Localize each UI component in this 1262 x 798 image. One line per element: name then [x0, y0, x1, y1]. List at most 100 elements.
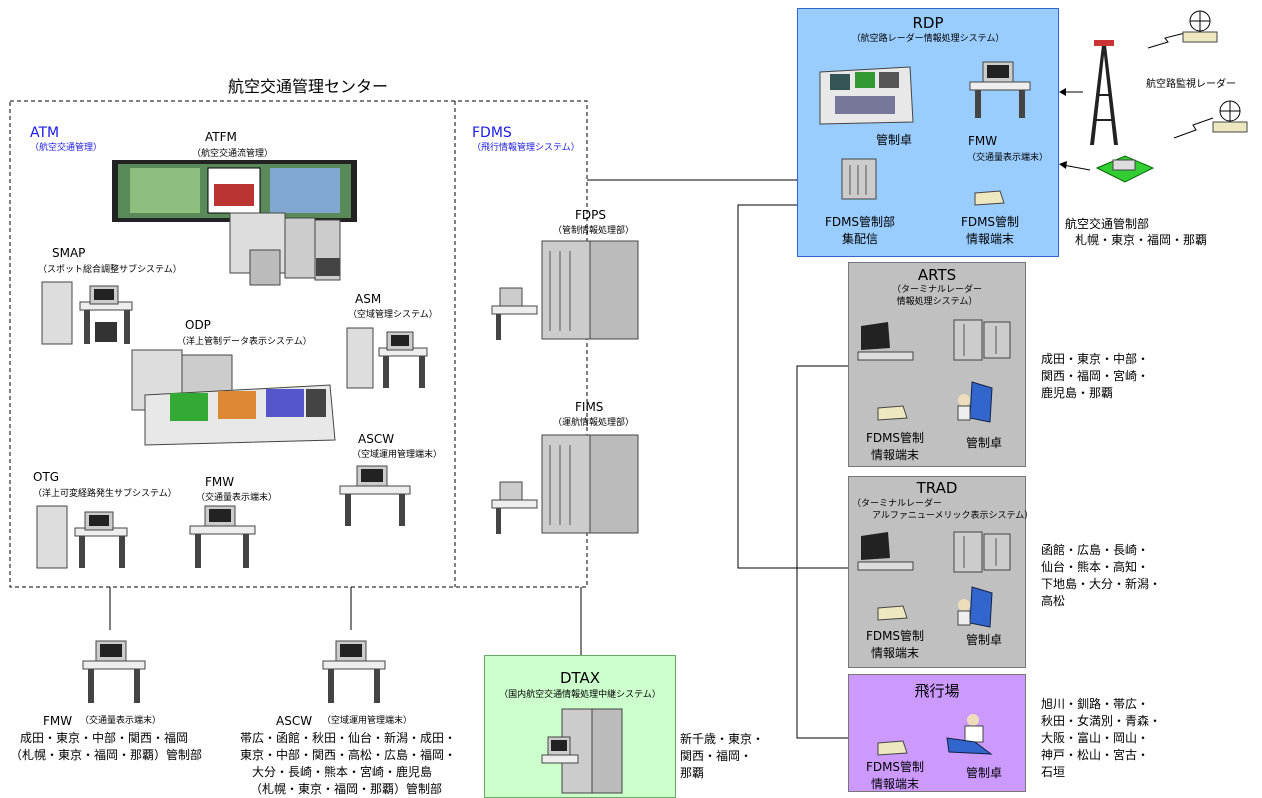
rdp-relay-line2: 集配信	[841, 232, 878, 246]
arts-term-line1: FDMS管制	[865, 431, 925, 445]
rdp-fmw-terminal-icon	[969, 61, 1031, 118]
fmw-bottom-desc: （交通量表示端末）	[80, 716, 162, 726]
fims-server-icon	[491, 434, 639, 534]
arts-console-label: 管制卓	[966, 436, 1003, 450]
fims-desc: （運航情報処理部）	[553, 418, 635, 428]
rdp-trad-link	[737, 204, 848, 569]
fmw-center-name: FMW	[205, 475, 235, 489]
trad-server-icon	[953, 531, 1011, 573]
arts-subtitle1: （ターミナルレーダー	[891, 285, 982, 295]
trad-operator-icon	[957, 586, 993, 628]
airport-term-line2: 情報端末	[870, 777, 919, 791]
odp-console-icon	[131, 349, 336, 446]
rdp-relay-server-icon	[841, 158, 877, 200]
trad-sites-4: 高松	[1041, 594, 1066, 608]
rdp-term-line1: FDMS管制	[960, 215, 1020, 229]
fmw-center-desc: （交通量表示端末）	[196, 493, 278, 503]
arts-title: ARTS	[917, 266, 957, 284]
airport-title: 飛行場	[914, 682, 960, 700]
dtax-sites-2: 関西・福岡・	[680, 749, 753, 763]
fmw-bottom-sites-1: 成田・東京・中部・関西・福岡	[20, 731, 189, 745]
arts-radar-console-icon	[857, 322, 914, 361]
odp-desc: （洋上管制データ表示システム）	[177, 337, 312, 347]
dtax-sites-3: 那覇	[680, 766, 705, 780]
trad-printer-icon	[877, 605, 908, 621]
arts-sites-2: 関西・福岡・宮崎・	[1041, 369, 1150, 383]
trad-radar-console-icon	[857, 532, 914, 571]
atfm-wall-display-icon	[112, 160, 357, 286]
arts-server-icon	[953, 319, 1011, 361]
airport-console-label: 管制卓	[966, 766, 1003, 780]
trad-sites-3: 下地島・大分・新潟・	[1041, 577, 1162, 591]
fdps-desc: （管制情報処理部）	[553, 226, 635, 236]
otg-workstation-icon	[36, 505, 128, 569]
fdps-name: FDPS	[575, 208, 606, 222]
trad-subtitle2: アルファニューメリック表示システム）	[872, 511, 1034, 521]
acc-line1: 航空交通管制部	[1065, 217, 1150, 231]
arts-sites-3: 鹿児島・那覇	[1041, 386, 1114, 400]
fdms-title: FDMS	[472, 125, 512, 141]
center-boundary	[9, 100, 588, 588]
ascw-center-desc: （空域運用管理端末）	[352, 450, 443, 460]
rdp-term-line2: 情報端末	[965, 232, 1014, 246]
fdms-subtitle: （飛行情報管理システム）	[472, 143, 580, 153]
dtax-server-icon	[541, 708, 623, 794]
radar-label: 航空路監視レーダー	[1146, 79, 1236, 90]
atfm-name: ATFM	[205, 130, 237, 144]
airport-sites-4: 神戸・松山・宮古・	[1041, 748, 1150, 762]
fims-name: FIMS	[575, 400, 604, 414]
airport-printer-icon	[877, 740, 908, 756]
trad-term-line1: FDMS管制	[865, 629, 925, 643]
arts-sites-1: 成田・東京・中部・	[1041, 352, 1150, 366]
ascw-bottom-name: ASCW	[276, 714, 313, 728]
rdp-console-label: 管制卓	[876, 133, 913, 147]
rdp-title: RDP	[912, 14, 944, 32]
fmw-center-terminal-icon	[189, 505, 256, 568]
ascw-bottom-sites-2: 東京・中部・関西・高松・広島・福岡・	[240, 748, 457, 762]
radar-site-icon	[1182, 10, 1218, 43]
trad-title: TRAD	[916, 479, 958, 497]
rdp-box	[797, 8, 1059, 257]
fmw-bottom-sites-2: （札幌・東京・福岡・那覇）管制部	[10, 748, 203, 762]
airport-sites-1: 旭川・釧路・帯広・	[1041, 697, 1150, 711]
airport-sites-5: 石垣	[1041, 765, 1066, 779]
atfm-desc: （航空交通流管理）	[192, 149, 274, 159]
rdp-relay-line1: FDMS管制部	[824, 215, 896, 229]
asm-name: ASM	[355, 292, 382, 306]
arts-term-line2: 情報端末	[870, 448, 919, 462]
acc-building-icon	[1095, 155, 1155, 183]
atm-subtitle: （航空交通管理）	[30, 143, 103, 153]
otg-name: OTG	[33, 470, 60, 484]
asm-desc: （空域管理システム）	[348, 310, 438, 320]
dtax-subtitle: （国内航空交通情報処理中継システム）	[499, 690, 661, 700]
radar-site-icon-2	[1212, 100, 1248, 133]
center-title: 航空交通管理センター	[228, 77, 389, 96]
smap-name: SMAP	[52, 246, 86, 260]
acc-arrow	[1062, 164, 1091, 171]
ascw-bottom-sites-4: （札幌・東京・福岡・那覇）管制部	[250, 782, 443, 796]
trad-box	[848, 476, 1026, 668]
arts-operator-icon	[957, 381, 993, 423]
arts-airport-link	[796, 365, 848, 739]
ascw-bottom-sites-3: 大分・長崎・熊本・宮崎・鹿児島	[252, 765, 433, 779]
trad-console-label: 管制卓	[966, 633, 1003, 647]
rdp-subtitle: （航空路レーダー情報処理システム）	[851, 34, 1005, 44]
airport-box	[848, 674, 1026, 792]
dtax-title: DTAX	[559, 669, 601, 687]
odp-name: ODP	[185, 318, 211, 332]
fmw-bottom-terminal-icon	[82, 640, 146, 703]
otg-desc: （洋上可変経路発生サブシステム）	[33, 489, 177, 499]
atm-title: ATM	[30, 125, 60, 141]
ascw-bottom-sites-1: 帯広・函館・秋田・仙台・新潟・成田・	[240, 731, 457, 745]
airport-term-line1: FDMS管制	[865, 760, 925, 774]
rdp-printer-icon	[974, 190, 1005, 206]
trad-sites-2: 仙台・熊本・高知・	[1041, 560, 1150, 574]
smap-workstation-icon	[41, 281, 133, 345]
ascw-bottom-desc: （空域運用管理端末）	[322, 716, 413, 726]
arts-subtitle2: 情報処理システム）	[896, 297, 978, 307]
airport-sites-2: 秋田・女満別・青森・	[1041, 714, 1162, 728]
trad-subtitle1: （ターミナルレーダー	[852, 499, 943, 509]
arts-printer-icon	[877, 405, 908, 421]
acc-line2: 札幌・東京・福岡・那覇	[1075, 233, 1208, 247]
airport-sites-3: 大阪・富山・岡山・	[1041, 731, 1150, 745]
